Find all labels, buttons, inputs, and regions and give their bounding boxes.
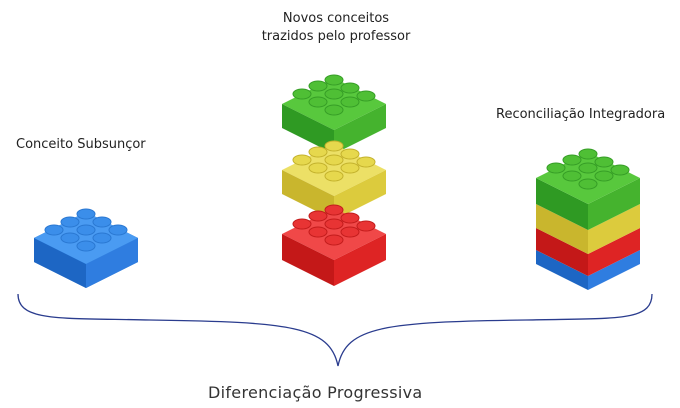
label-novos-conceitos: Novos conceitos trazidos pelo professor (248, 10, 424, 46)
label-reconciliacao-integradora: Reconciliação Integradora (496, 107, 666, 122)
blue-lego-brick-icon (34, 208, 138, 288)
label-novos-line2: trazidos pelo professor (261, 29, 411, 44)
yellow-lego-brick-icon (282, 140, 386, 220)
label-conceito-subsuncor: Conceito Subsunçor (16, 137, 146, 152)
stacked-lego-bricks-icon (536, 148, 640, 290)
label-diferenciacao-progressiva: Diferenciação Progressiva (208, 383, 423, 402)
label-novos-line1: Novos conceitos (282, 11, 390, 26)
curly-brace (17, 293, 653, 367)
green-lego-brick-icon (282, 74, 386, 154)
red-lego-brick-icon (282, 204, 386, 286)
